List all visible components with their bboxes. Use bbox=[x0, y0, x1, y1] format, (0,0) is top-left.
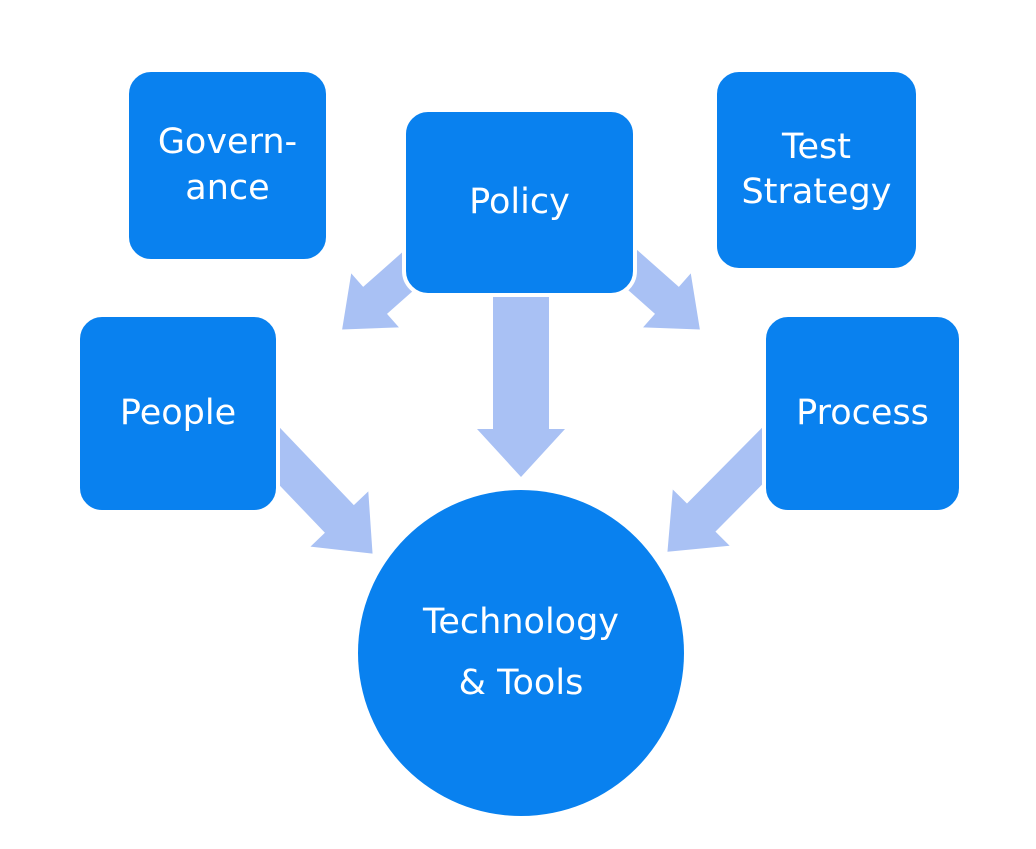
node-people: People bbox=[76, 313, 280, 514]
node-technology-tools: Technology & Tools bbox=[358, 490, 684, 816]
test-strategy-label: Test Strategy bbox=[742, 125, 892, 216]
policy-label: Policy bbox=[469, 180, 570, 226]
technology-tools-label: Technology & Tools bbox=[423, 592, 619, 715]
node-process: Process bbox=[762, 313, 963, 514]
people-label: People bbox=[120, 391, 236, 437]
node-policy: Policy bbox=[402, 108, 637, 297]
technology-tools-label-line-1: Technology bbox=[422, 601, 620, 642]
node-governance: Govern- ance bbox=[125, 68, 330, 263]
governance-label: Govern- ance bbox=[158, 120, 297, 211]
test-strategy-label-line-2: Strategy bbox=[741, 172, 892, 212]
node-test-strategy: Test Strategy bbox=[713, 68, 920, 272]
arrow-policy-to-technology-icon bbox=[477, 278, 565, 477]
technology-tools-label-line-2: & Tools bbox=[458, 663, 584, 703]
policy-label-line-1: Policy bbox=[469, 181, 570, 222]
people-label-line-1: People bbox=[119, 392, 237, 433]
process-label-line-1: Process bbox=[796, 392, 929, 433]
governance-label-line-2: ance bbox=[185, 167, 270, 208]
test-strategy-label-line-1: Test bbox=[782, 126, 851, 167]
governance-label-line-1: Govern- bbox=[157, 122, 298, 162]
process-label: Process bbox=[796, 391, 929, 437]
